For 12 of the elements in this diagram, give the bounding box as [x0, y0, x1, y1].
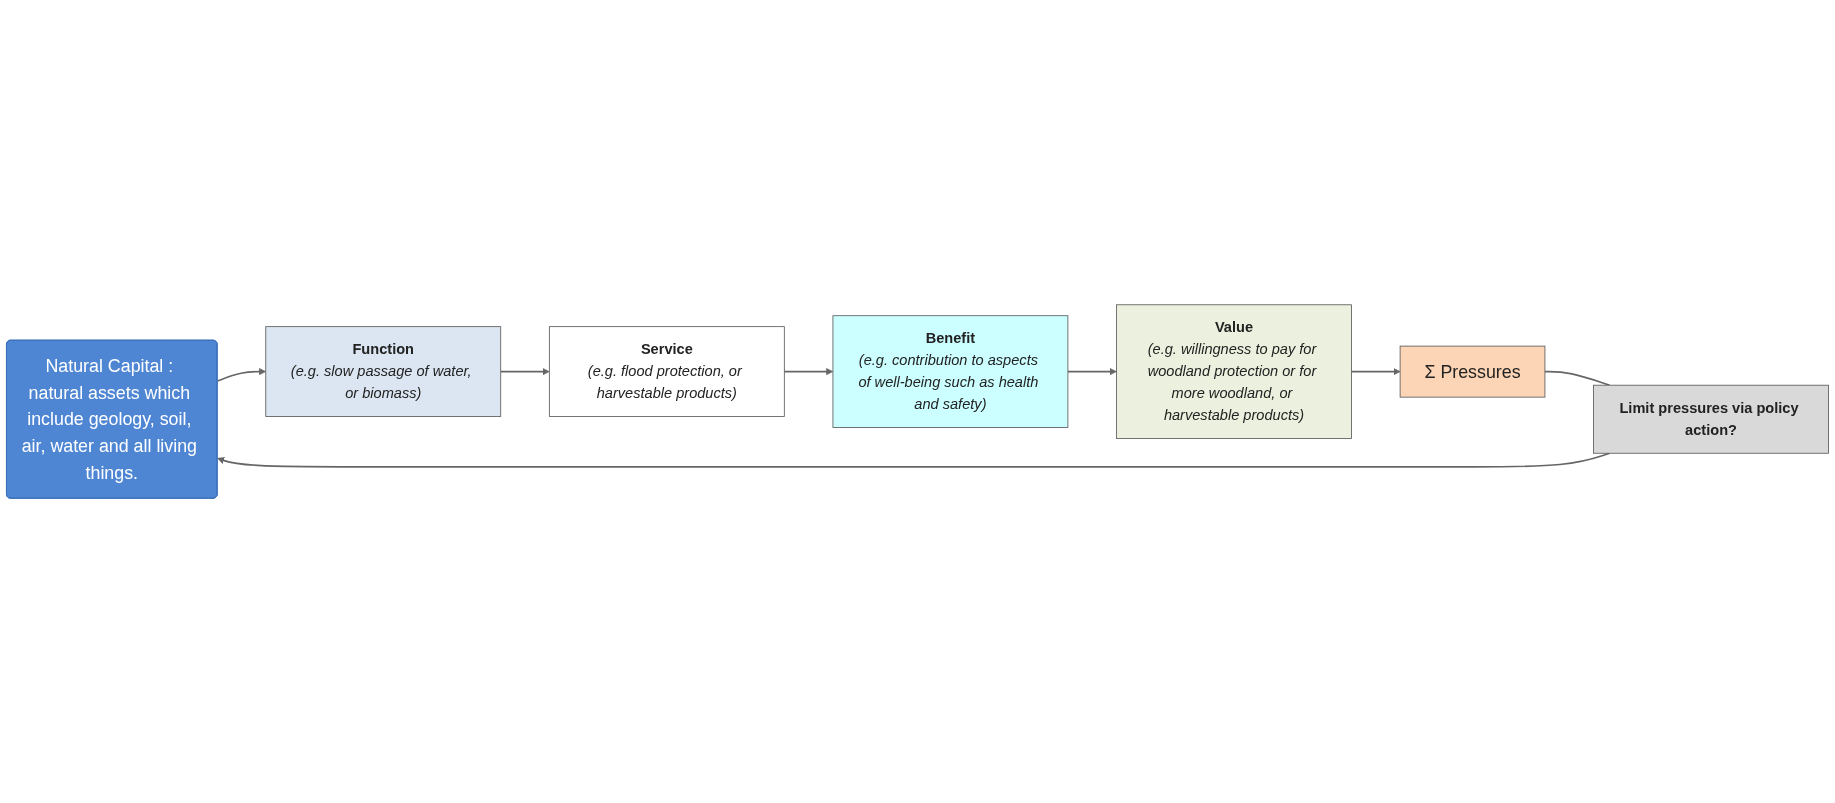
arrow	[1067, 368, 1117, 376]
arrow	[783, 368, 834, 376]
node-box: Function (e.g. slow passage of water, or biomass)	[265, 326, 502, 417]
arrow	[216, 368, 267, 382]
arrow	[499, 368, 550, 376]
node-box: Service (e.g. flood protection, or harvestable products)	[548, 326, 785, 417]
node-box: Benefit (e.g. contribution to aspects of well-being such as health and safety)	[832, 315, 1069, 428]
arrow	[1350, 368, 1401, 376]
node-box: Value (e.g. willingness to pay for woodland protection or for more woodland, or harvestable products)	[1116, 304, 1352, 439]
node-box: Σ Pressures	[1399, 345, 1546, 398]
node-box: Limit pressures via policy action?	[1593, 384, 1829, 454]
connector	[1544, 370, 1611, 386]
